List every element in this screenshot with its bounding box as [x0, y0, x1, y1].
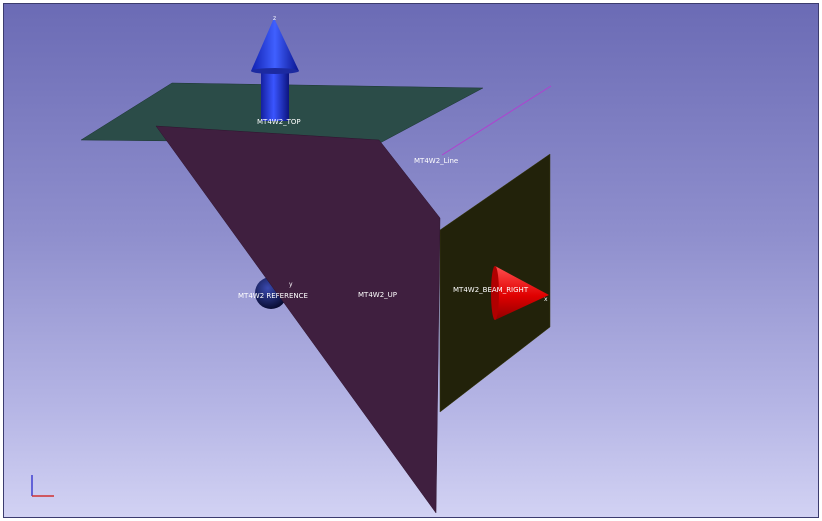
- z-axis-arrow[interactable]: [251, 18, 299, 121]
- mt4w2-line[interactable]: [441, 85, 552, 156]
- orientation-marker-icon: [31, 475, 54, 497]
- up-plane-label: MT4W2_UP: [358, 291, 397, 299]
- scene-canvas[interactable]: z MT4W2_TOP MT4W2_Line y MT4W2 REFERENCE…: [4, 4, 819, 518]
- z-axis-label: z: [273, 15, 276, 22]
- beam-right-label: MT4W2_BEAM_RIGHT: [453, 286, 529, 294]
- line-label: MT4W2_Line: [414, 157, 458, 165]
- up-plane[interactable]: [155, 125, 441, 514]
- top-plane-label: MT4W2_TOP: [257, 118, 301, 126]
- y-axis-label: y: [289, 281, 293, 288]
- reference-label: MT4W2 REFERENCE: [238, 292, 308, 300]
- 3d-viewport[interactable]: z MT4W2_TOP MT4W2_Line y MT4W2 REFERENCE…: [3, 3, 819, 518]
- x-axis-cone[interactable]: [491, 266, 549, 320]
- x-axis-label: x: [544, 296, 548, 303]
